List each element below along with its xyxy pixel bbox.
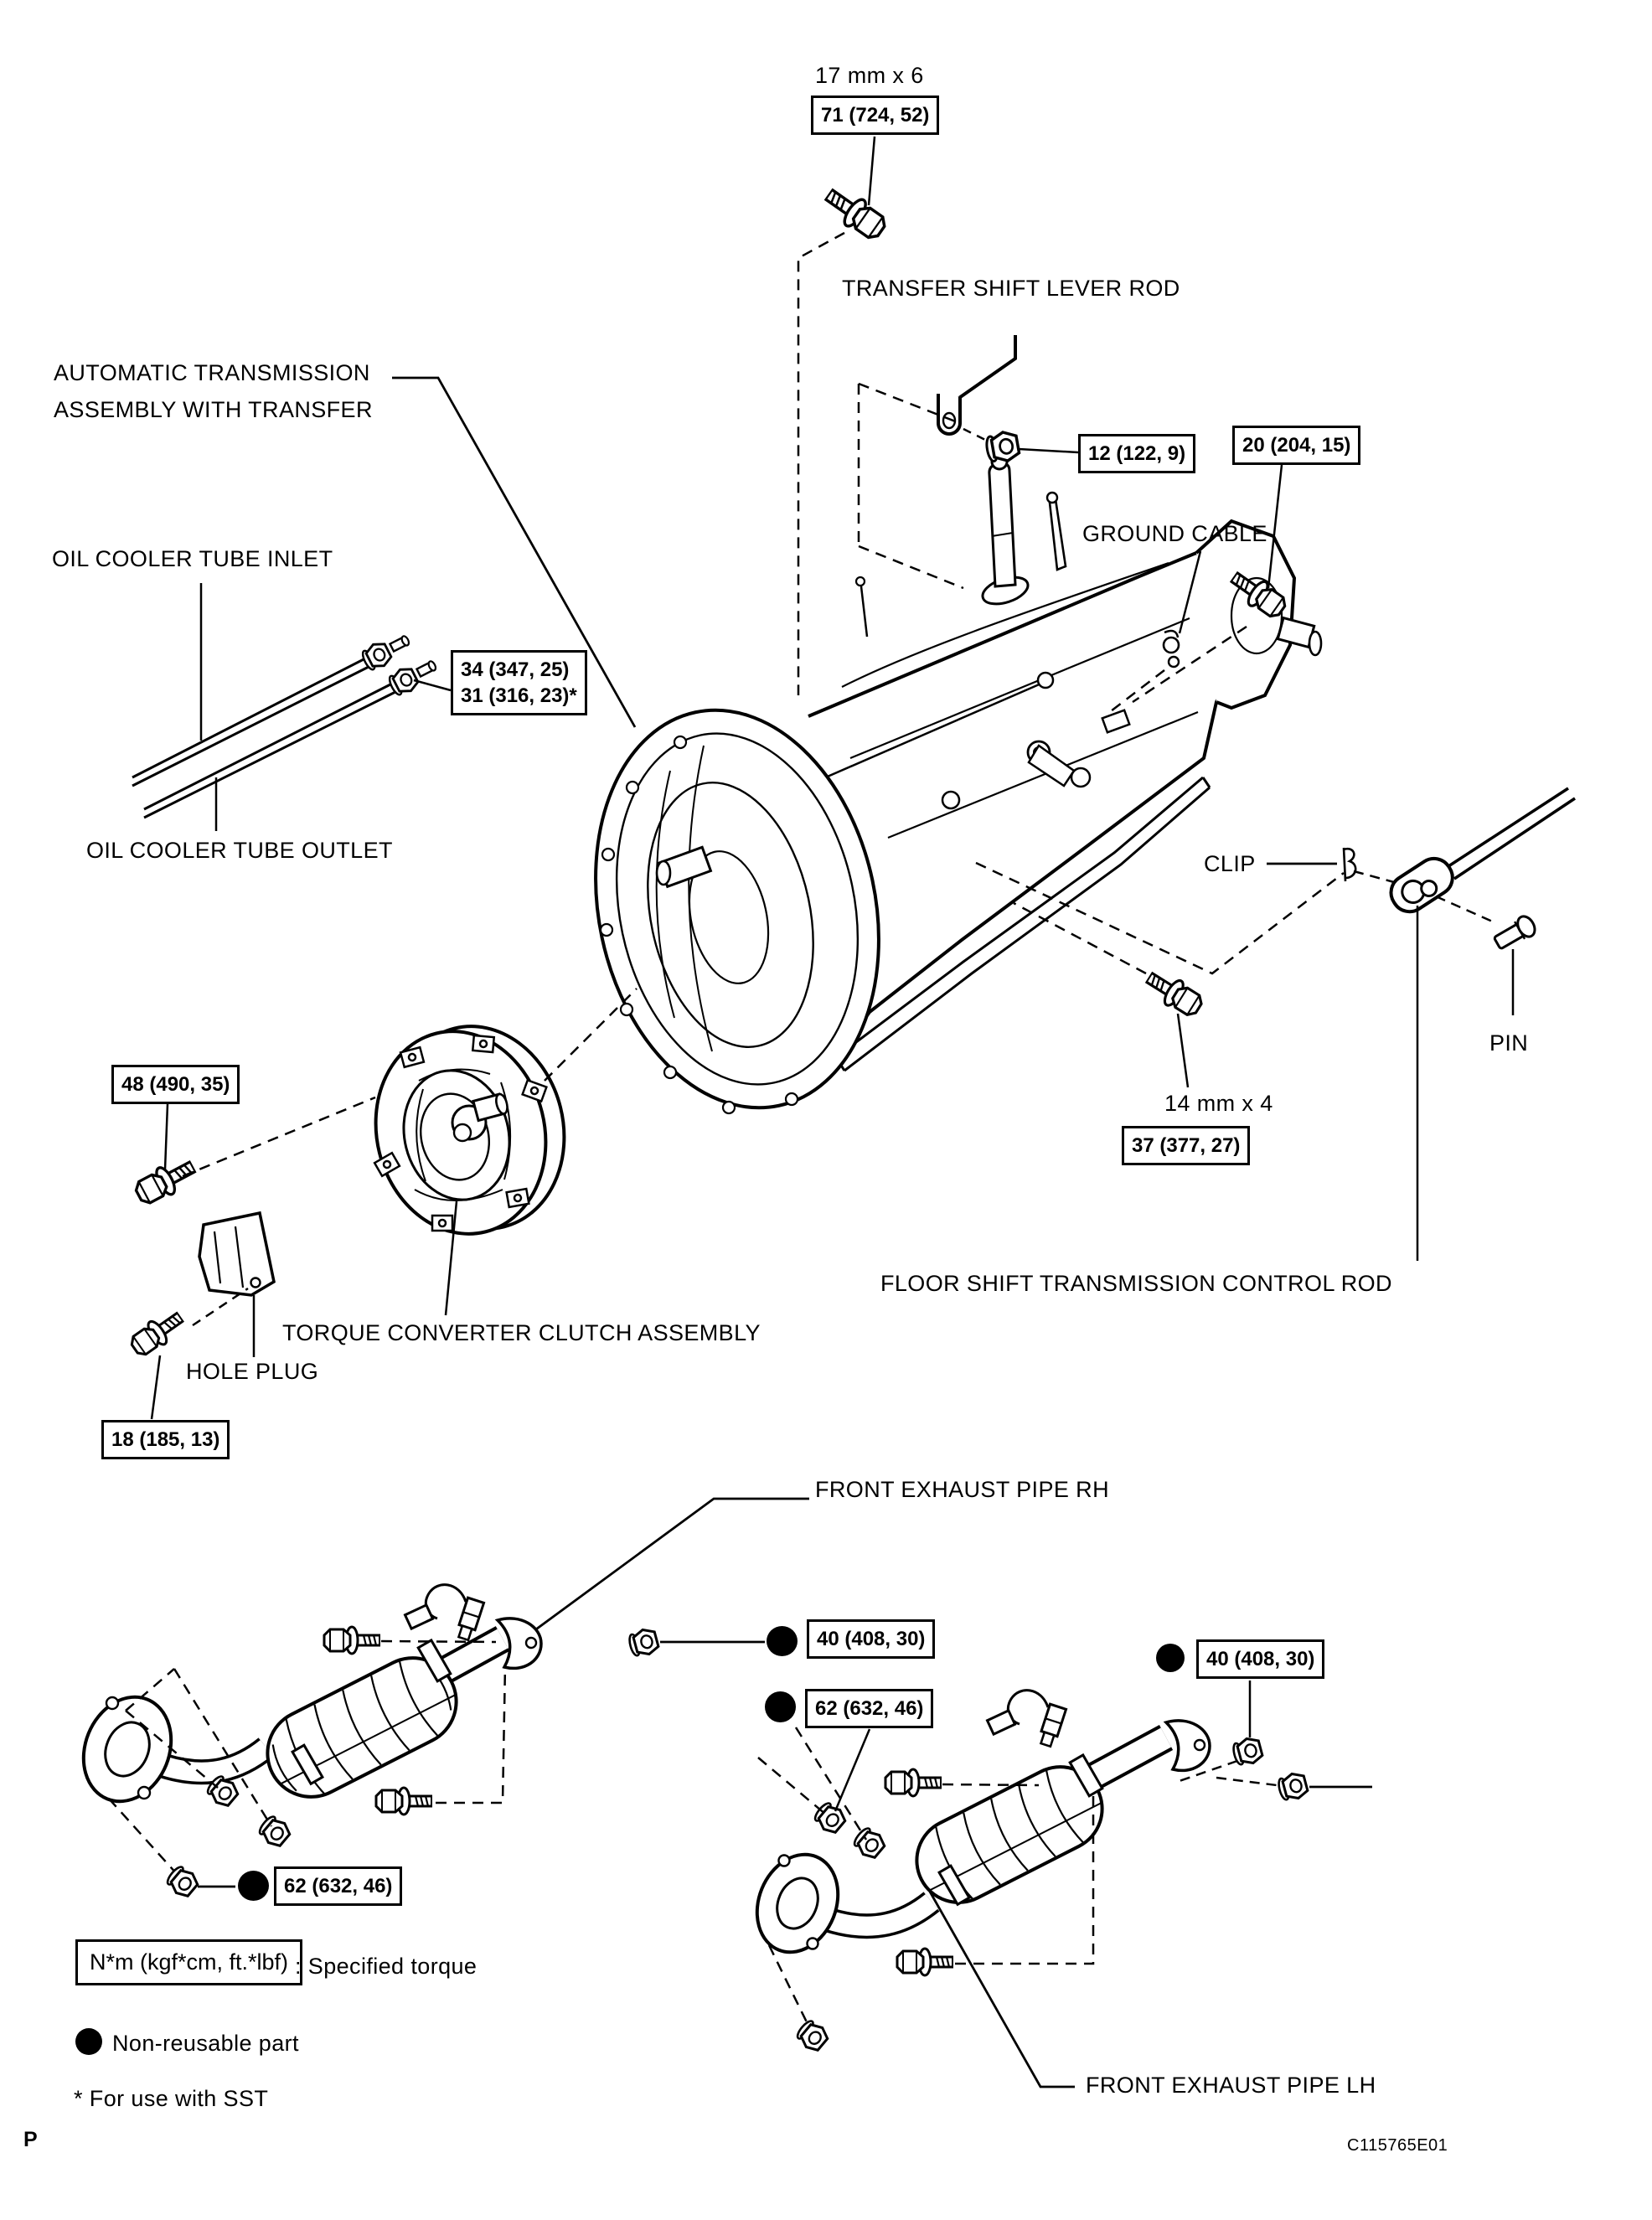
torque-spec-hole-plug-bolt: 18 (185, 13) [101, 1420, 230, 1460]
bolt-size-17mm-label: 17 mm x 6 [815, 63, 924, 88]
torque-spec-ground-cable-bolt: 20 (204, 15) [1232, 426, 1361, 466]
non-reusable-legend-label: Non-reusable part [112, 2031, 299, 2056]
non-reusable-dot-icon [767, 1626, 798, 1656]
torque-spec-oil-cooler-line2: 31 (316, 23)* [461, 684, 577, 708]
front-exhaust-pipe-rh-drawing [81, 1497, 809, 1902]
figure-code: C115765E01 [1347, 2136, 1448, 2155]
transmission-assembly-drawing [594, 452, 1323, 1115]
clip-label: CLIP [1204, 851, 1256, 876]
transfer-shift-lever-rod-drawing [857, 335, 1079, 590]
mount-bolt-group [1013, 901, 1206, 1088]
torque-converter-drawing [373, 988, 638, 1316]
torque-legend-box: N*m (kgf*cm, ft.*lbf) [75, 1939, 303, 1985]
torque-spec-oil-cooler-line1: 34 (347, 25) [461, 658, 570, 681]
oil-cooler-tube-outlet-label: OIL COOLER TUBE OUTLET [86, 838, 393, 863]
ground-cable-label: GROUND CABLE [1082, 521, 1267, 546]
automatic-transmission-label: AUTOMATIC TRANSMISSION ASSEMBLY WITH TRA… [54, 355, 373, 428]
torque-spec-converter-bolt: 48 (490, 35) [111, 1065, 240, 1105]
oil-cooler-tube-inlet-label: OIL COOLER TUBE INLET [52, 546, 333, 571]
at-label-leader [392, 376, 637, 728]
bolt-size-14mm-label: 14 mm x 4 [1164, 1091, 1273, 1116]
non-reusable-dot-icon [765, 1691, 796, 1722]
transfer-shift-lever-rod-label: TRANSFER SHIFT LEVER ROD [842, 276, 1180, 301]
torque-spec-transfer-lever-bolt: 71 (724, 52) [811, 96, 940, 136]
clip-pin-rod-group [975, 787, 1576, 1261]
torque-spec-exhaust-front-rh: 40 (408, 30) [807, 1619, 936, 1660]
floor-shift-rod-label: FLOOR SHIFT TRANSMISSION CONTROL ROD [880, 1271, 1392, 1296]
torque-spec-lever-nut: 12 (122, 9) [1078, 434, 1196, 474]
torque-spec-oil-cooler-tubes: 34 (347, 25) 31 (316, 23)* [451, 650, 587, 716]
non-reusable-dot-icon [75, 2028, 102, 2055]
oil-cooler-tubes-drawing [132, 583, 452, 831]
automatic-transmission-label-line2: ASSEMBLY WITH TRANSFER [54, 396, 373, 422]
automatic-transmission-label-line1: AUTOMATIC TRANSMISSION [54, 360, 370, 385]
torque-spec-exhaust-rear-lh: 62 (632, 46) [274, 1866, 403, 1907]
torque-converter-label: TORQUE CONVERTER CLUTCH ASSEMBLY [282, 1320, 761, 1345]
converter-bolt-group [132, 1096, 376, 1208]
front-exhaust-pipe-rh-label: FRONT EXHAUST PIPE RH [815, 1477, 1109, 1502]
non-reusable-dot-icon [1156, 1644, 1185, 1672]
non-reusable-dot-icon [238, 1871, 269, 1901]
transfer-lever-bolt-group [797, 136, 890, 695]
front-exhaust-pipe-lh-drawing [755, 1680, 1372, 2088]
front-exhaust-pipe-lh-label: FRONT EXHAUST PIPE LH [1086, 2073, 1376, 2098]
torque-spec-exhaust-rear-rh: 62 (632, 46) [805, 1689, 934, 1729]
ground-cable-group [1107, 464, 1290, 715]
pin-label: PIN [1489, 1030, 1529, 1056]
hole-plug-label: HOLE PLUG [186, 1359, 319, 1384]
torque-spec-mount-bolt: 37 (377, 27) [1122, 1126, 1251, 1166]
page-marker: P [23, 2128, 39, 2151]
torque-spec-exhaust-front-lh: 40 (408, 30) [1196, 1639, 1325, 1680]
torque-legend-desc: : Specified torque [295, 1954, 478, 1979]
heat-shield-plate-drawing [127, 1211, 276, 1420]
sst-note-label: * For use with SST [74, 2086, 269, 2111]
